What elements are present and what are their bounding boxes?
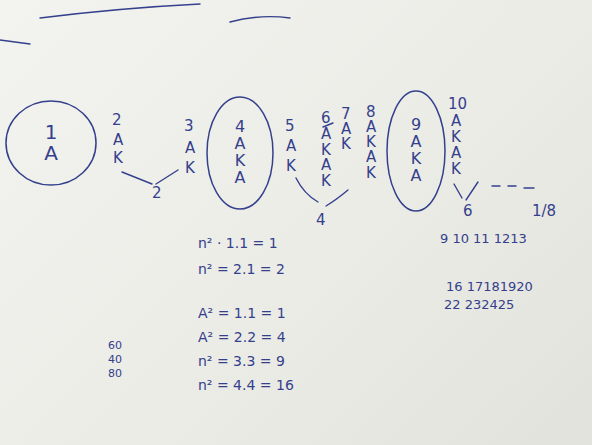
handwritten-note: K xyxy=(286,158,296,175)
ellipse-stroke xyxy=(207,97,273,209)
ellipse-stroke xyxy=(387,91,445,211)
handwritten-note: K xyxy=(185,160,195,177)
dash-stroke xyxy=(492,186,534,188)
handwritten-note: A² = 2.2 = 4 xyxy=(198,330,286,345)
handwritten-note: n² = 2.1 = 2 xyxy=(198,262,285,277)
handwritten-note: K xyxy=(321,173,331,190)
top-stroke xyxy=(40,4,200,18)
handwritten-note: n² = 4.4 = 16 xyxy=(198,378,294,393)
handwritten-note: A xyxy=(321,126,331,143)
circled-letter: A xyxy=(44,143,58,164)
handwritten-note: A xyxy=(451,113,461,130)
circled-group: 1A xyxy=(5,100,97,186)
handwritten-note: K xyxy=(451,129,461,146)
circled-group: 9AKA xyxy=(386,90,446,212)
handwritten-note: 9 10 11 1213 xyxy=(440,232,527,246)
circled-letter: K xyxy=(235,153,246,170)
circled-letter: A xyxy=(235,170,246,187)
top-stroke xyxy=(0,40,30,44)
handwritten-note: 22 232425 xyxy=(444,298,514,312)
handwritten-note: 10 xyxy=(448,96,467,113)
bracket-stroke xyxy=(454,184,462,198)
handwritten-note: A xyxy=(286,138,296,155)
handwritten-note: 3 xyxy=(184,118,194,135)
handwritten-note: n² = 3.3 = 9 xyxy=(198,354,285,369)
handwritten-note: 1/8 xyxy=(532,203,556,220)
bracket-stroke xyxy=(326,190,348,206)
handwritten-note: A xyxy=(366,149,376,166)
handwritten-note: A xyxy=(113,132,123,149)
handwritten-note: K xyxy=(451,161,461,178)
circled-letter: A xyxy=(411,168,422,185)
ellipse-stroke xyxy=(6,101,96,185)
handwritten-note: 5 xyxy=(285,118,295,135)
handwritten-note: 80 xyxy=(108,368,122,380)
circled-letter: K xyxy=(411,151,422,168)
handwritten-note: K xyxy=(341,136,351,153)
handwritten-note: 6 xyxy=(463,203,473,220)
circled-group: 4AKA xyxy=(206,96,274,210)
circled-number: 1 xyxy=(45,122,58,143)
handwritten-note: 60 xyxy=(108,340,122,352)
handwritten-note: A xyxy=(321,157,331,174)
bracket-stroke xyxy=(296,178,318,202)
handwritten-note: 2 xyxy=(112,112,122,129)
handwritten-note: K xyxy=(366,165,376,182)
handwritten-note: 2 xyxy=(152,185,162,202)
bracket-stroke xyxy=(466,182,478,200)
top-stroke xyxy=(230,17,290,22)
handwritten-note: 40 xyxy=(108,354,122,366)
circled-letter: A xyxy=(411,134,422,151)
circled-number: 9 xyxy=(411,117,421,134)
circled-letter: A xyxy=(235,136,246,153)
handwritten-note: K xyxy=(113,150,123,167)
circled-number: 4 xyxy=(235,119,245,136)
handwritten-note: A xyxy=(451,145,461,162)
bracket-stroke xyxy=(156,170,178,184)
handwritten-note: A xyxy=(185,140,195,157)
handwritten-note: n² · 1.1 = 1 xyxy=(198,236,278,251)
handwritten-note: 6 xyxy=(321,110,331,127)
handwritten-note: 16 17181920 xyxy=(446,280,533,294)
bracket-stroke xyxy=(122,172,152,184)
handwritten-note: A² = 1.1 = 1 xyxy=(198,306,286,321)
handwritten-note: 4 xyxy=(316,212,326,229)
